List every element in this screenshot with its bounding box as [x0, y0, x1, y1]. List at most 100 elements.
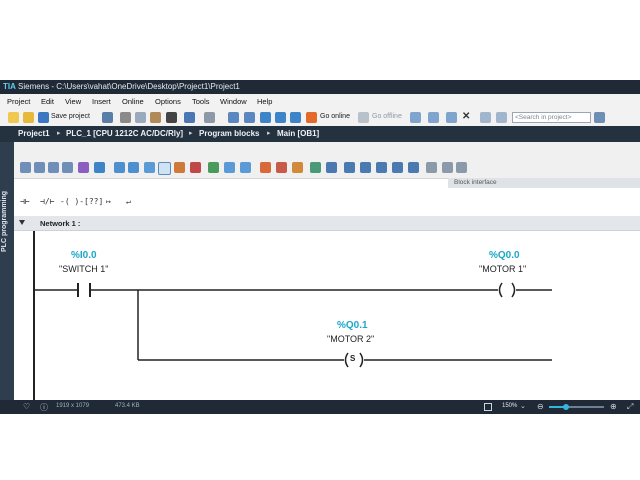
- go-to-next-error-icon[interactable]: [208, 162, 219, 173]
- open-all-networks-icon[interactable]: [114, 162, 125, 173]
- collapse-network-icon[interactable]: [19, 220, 25, 225]
- insert-network-icon[interactable]: [20, 162, 31, 173]
- split-horizontal-icon[interactable]: [480, 112, 491, 123]
- insert-row-icon[interactable]: [48, 162, 59, 173]
- step-over-icon[interactable]: [376, 162, 387, 173]
- upload-icon[interactable]: [290, 112, 301, 123]
- menu-insert[interactable]: Insert: [92, 97, 111, 106]
- delete-network-icon[interactable]: [34, 162, 45, 173]
- breadcrumb-project[interactable]: Project1: [18, 129, 50, 138]
- split-vertical-icon[interactable]: [244, 112, 255, 123]
- network-1-header[interactable]: Network 1 :: [14, 216, 640, 231]
- step-out-icon[interactable]: [392, 162, 403, 173]
- menu-view[interactable]: View: [65, 97, 82, 106]
- ladder-editor[interactable]: S %I0.0 "SWITCH 1" %Q0.0 "MOTOR 1" %Q0.1…: [14, 231, 640, 400]
- network-comment-icon[interactable]: [158, 162, 171, 175]
- info-icon[interactable]: ⓘ: [40, 403, 48, 412]
- split-editor-icon[interactable]: [228, 112, 239, 123]
- breadcrumb-separator: ▸: [189, 130, 193, 137]
- menu-tools[interactable]: Tools: [192, 97, 210, 106]
- undo-icon[interactable]: [184, 112, 195, 123]
- compare-icon[interactable]: [326, 162, 337, 173]
- close-all-networks-icon[interactable]: [128, 162, 139, 173]
- menu-online[interactable]: Online: [122, 97, 144, 106]
- contact-symbol[interactable]: "SWITCH 1": [59, 264, 109, 274]
- cancel-icon[interactable]: ✕: [462, 111, 471, 122]
- side-tab-plc-programming[interactable]: PLC programming: [0, 142, 14, 400]
- tools-icon[interactable]: [442, 162, 453, 173]
- cut-icon[interactable]: [120, 112, 131, 123]
- zoom-out-icon[interactable]: ⊖: [537, 402, 544, 411]
- stop-cpu-icon[interactable]: [446, 112, 457, 123]
- box-icon[interactable]: [190, 162, 201, 173]
- save-icon[interactable]: [38, 112, 49, 123]
- force-icon[interactable]: [292, 162, 303, 173]
- show-overview-icon[interactable]: [224, 162, 235, 173]
- menu-help[interactable]: Help: [257, 97, 273, 106]
- settings-icon[interactable]: [456, 162, 467, 173]
- collapse-icon[interactable]: [240, 162, 251, 173]
- coil-address-motor1[interactable]: %Q0.0: [489, 250, 520, 261]
- run-icon[interactable]: [408, 162, 419, 173]
- compile-icon[interactable]: [260, 112, 271, 123]
- zoom-level[interactable]: 150%: [502, 403, 518, 409]
- accessible-devices-icon[interactable]: [410, 112, 421, 123]
- normally-closed-contact-icon[interactable]: ⊣/⊢: [40, 197, 55, 206]
- breadcrumb-program-blocks[interactable]: Program blocks: [199, 129, 260, 138]
- chevron-down-icon[interactable]: ⌄: [520, 403, 526, 410]
- go-offline-button[interactable]: Go offline: [372, 113, 402, 120]
- step-icon[interactable]: [360, 162, 371, 173]
- go-online-button[interactable]: Go online: [320, 113, 350, 120]
- add-row-icon[interactable]: [62, 162, 73, 173]
- search-icon[interactable]: [594, 112, 605, 123]
- paste-icon[interactable]: [150, 112, 161, 123]
- fullscreen-icon[interactable]: ⤢: [627, 402, 634, 411]
- breakpoint-icon[interactable]: [344, 162, 355, 173]
- absolute-symbolic-icon[interactable]: [144, 162, 155, 173]
- normally-open-contact-icon[interactable]: ⊣⊢: [20, 197, 30, 206]
- open-project-icon[interactable]: [23, 112, 34, 123]
- breadcrumb-plc[interactable]: PLC_1 [CPU 1212C AC/DC/Rly]: [66, 129, 184, 138]
- coil-icon[interactable]: -( )-: [60, 197, 85, 206]
- coil-symbol-motor2[interactable]: "MOTOR 2": [327, 334, 375, 344]
- save-project-button[interactable]: Save project: [51, 113, 90, 120]
- snapshot-icon[interactable]: [94, 162, 105, 173]
- coil-address-motor2[interactable]: %Q0.1: [337, 320, 368, 331]
- favorites-icon[interactable]: [174, 162, 185, 173]
- new-project-icon[interactable]: [8, 112, 19, 123]
- delete-icon[interactable]: [166, 112, 177, 123]
- go-online-icon[interactable]: [306, 112, 317, 123]
- block-interface-bar[interactable]: Block interface: [448, 178, 640, 188]
- open-branch-icon[interactable]: ↦: [106, 197, 111, 206]
- menu-edit[interactable]: Edit: [41, 97, 54, 106]
- menu-window[interactable]: Window: [220, 97, 247, 106]
- properties-icon[interactable]: [426, 162, 437, 173]
- zoom-slider-handle[interactable]: [562, 404, 569, 410]
- breadcrumb: Project1 ▸ PLC_1 [CPU 1212C AC/DC/Rly] ▸…: [0, 126, 640, 142]
- print-icon[interactable]: [102, 112, 113, 123]
- start-cpu-icon[interactable]: [428, 112, 439, 123]
- menu-project[interactable]: Project: [7, 97, 31, 106]
- copy-icon[interactable]: [135, 112, 146, 123]
- contact-address[interactable]: %I0.0: [71, 250, 97, 261]
- zoom-slider[interactable]: [549, 404, 604, 410]
- close-branch-icon[interactable]: ↵: [126, 197, 131, 206]
- fit-to-screen-icon[interactable]: [484, 403, 492, 411]
- coil-symbol-motor1[interactable]: "MOTOR 1": [479, 264, 527, 274]
- reset-start-values-icon[interactable]: [78, 162, 89, 173]
- menu-options[interactable]: Options: [155, 97, 181, 106]
- favorite-heart-icon[interactable]: ♡: [23, 402, 31, 411]
- watch-icon[interactable]: [276, 162, 287, 173]
- search-in-project-input[interactable]: <Search in project>: [512, 112, 591, 123]
- set-coil-right-arc: [359, 352, 364, 368]
- monitoring-icon[interactable]: [260, 162, 271, 173]
- set-coil-label: S: [350, 354, 356, 363]
- breadcrumb-main-ob1[interactable]: Main [OB1]: [277, 129, 320, 138]
- redo-icon[interactable]: [204, 112, 215, 123]
- zoom-in-icon[interactable]: ⊕: [610, 402, 617, 411]
- download-icon[interactable]: [275, 112, 286, 123]
- empty-box-icon[interactable]: [??]: [84, 197, 104, 206]
- go-offline-icon[interactable]: [358, 112, 369, 123]
- split-window-icon[interactable]: [496, 112, 507, 123]
- call-hierarchy-icon[interactable]: [310, 162, 321, 173]
